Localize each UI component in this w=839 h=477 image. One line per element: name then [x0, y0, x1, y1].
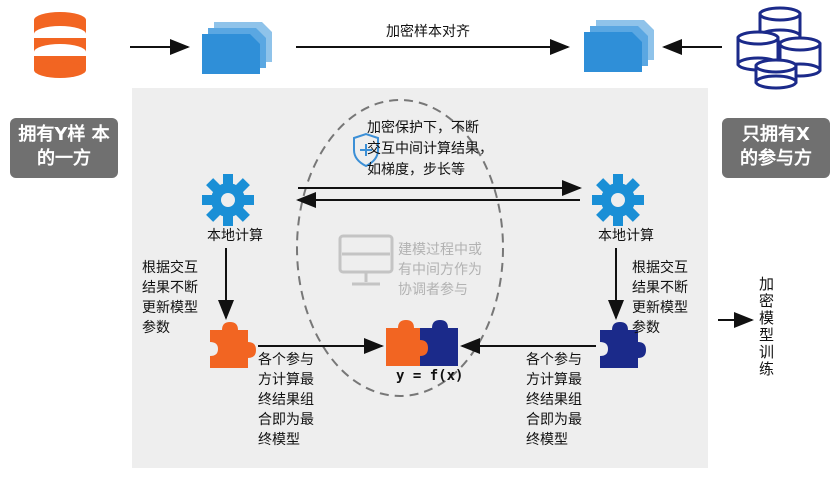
right-update-note: 根据交互 结果不断 更新模型 参数	[632, 260, 688, 336]
database-orange-icon	[34, 12, 86, 78]
puzzle-piece-icon	[210, 322, 256, 368]
puzzle-piece-icon	[386, 320, 458, 366]
right-combine-note: 各个参与 方计算最 终结果组 合即为最 终模型	[526, 352, 582, 448]
left-update-note: 根据交互 结果不断 更新模型 参数	[142, 260, 198, 336]
coordinator-note: 建模过程中或 有中间方作为 协调者参与	[398, 242, 482, 298]
left-compute-label: 本地计算	[207, 228, 263, 244]
sample-align-label: 加密样本对齐	[386, 24, 470, 40]
database-navy-icon	[736, 6, 822, 90]
shield-icon	[353, 132, 379, 168]
gear-icon	[592, 174, 644, 226]
document-stack-icon	[202, 22, 272, 74]
coordinator-dashed-boundary	[296, 99, 504, 397]
gear-icon	[202, 174, 254, 226]
right-compute-label: 本地计算	[598, 228, 654, 244]
federated-process-panel	[132, 88, 708, 468]
document-stack-icon	[584, 20, 654, 72]
party-with-y-badge: 拥有Y样 本的一方	[10, 118, 118, 178]
formula-label: y = f(x)	[396, 368, 464, 384]
monitor-icon	[338, 234, 394, 286]
output-label: 加密模型训练	[757, 276, 775, 378]
encrypted-exchange-note: 加密保护下，不断 交互中间计算结果， 如梯度，步长等	[367, 120, 493, 178]
puzzle-piece-icon	[600, 322, 646, 368]
party-with-x-badge: 只拥有X 的参与方	[722, 118, 830, 178]
left-combine-note: 各个参与 方计算最 终结果组 合即为最 终模型	[258, 352, 314, 448]
